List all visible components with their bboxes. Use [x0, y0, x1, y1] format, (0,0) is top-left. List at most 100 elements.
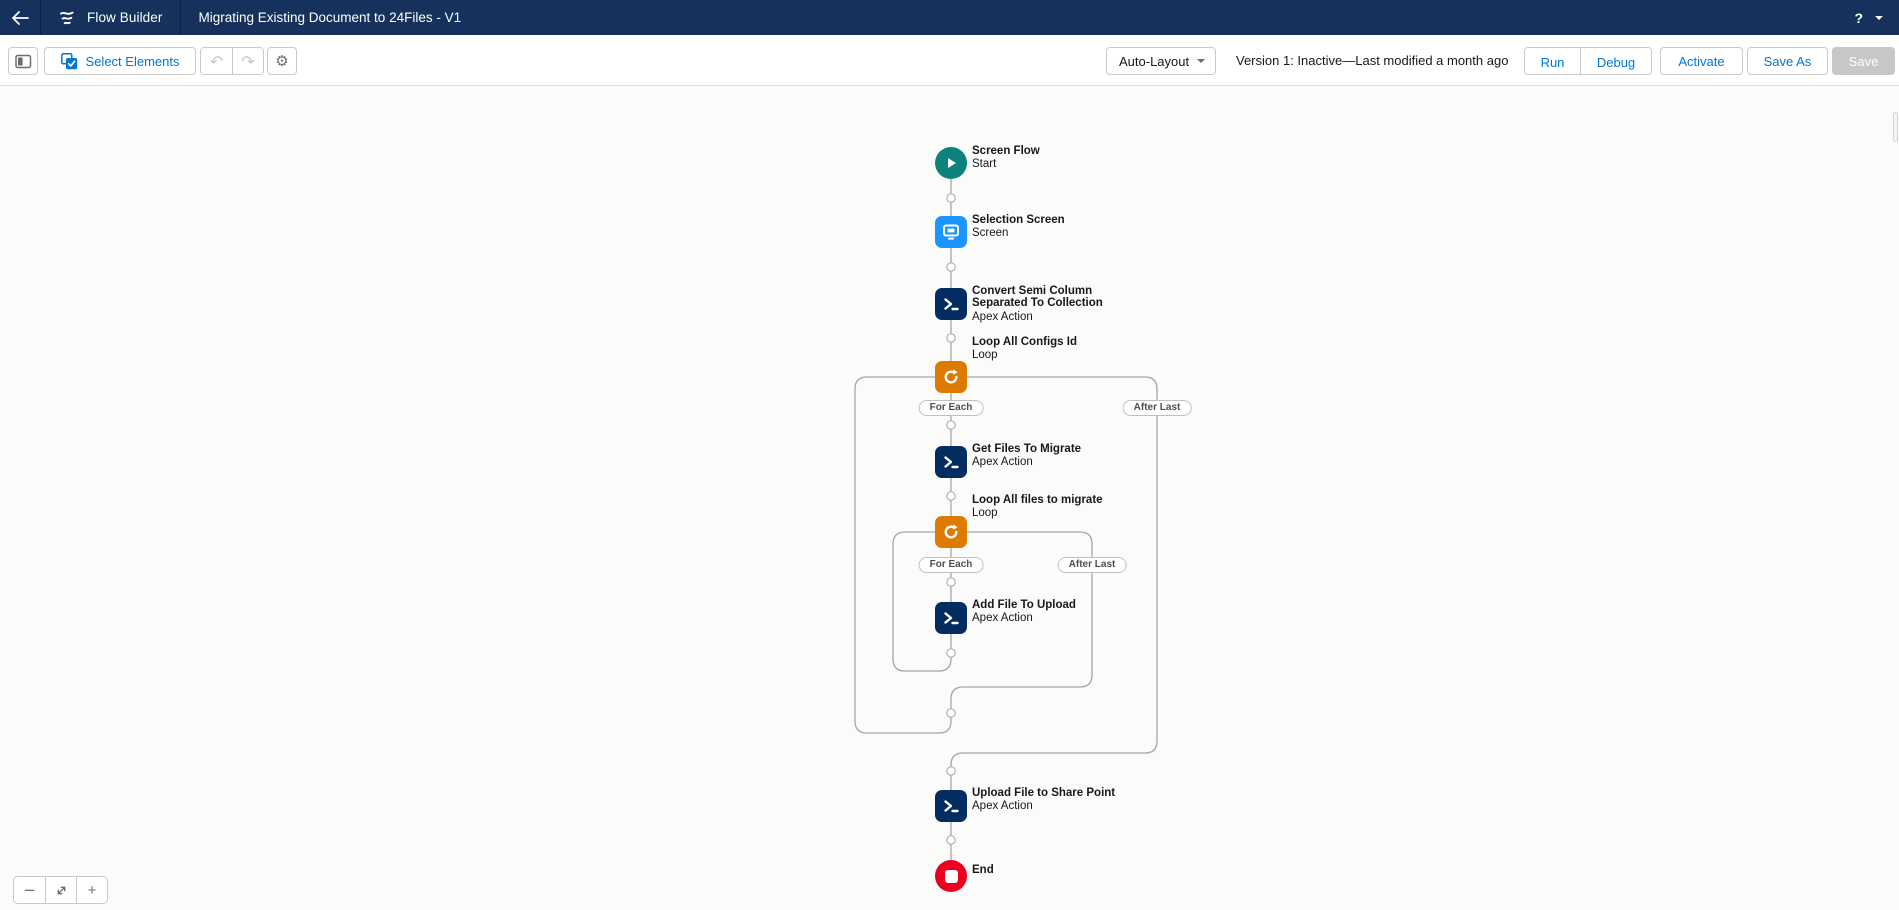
node-title: End [972, 864, 994, 876]
node-label: Loop All files to migrate Loop [972, 494, 1103, 520]
node-type: Apex Action [972, 456, 1033, 469]
arrow-left-icon [12, 10, 29, 25]
loop-icon [944, 369, 958, 384]
chevron-down-icon[interactable] [1875, 15, 1883, 20]
gear-icon: ⚙ [275, 52, 289, 70]
add-element-node[interactable] [946, 333, 956, 343]
back-button[interactable] [0, 0, 40, 35]
redo-button[interactable]: ↷ [232, 48, 263, 74]
undo-button[interactable]: ↶ [201, 48, 232, 74]
apex-terminal-icon [944, 456, 959, 469]
activate-button[interactable]: Activate [1660, 47, 1743, 75]
node-label: Selection Screen Screen [972, 214, 1065, 240]
app-header: Flow Builder Migrating Existing Document… [0, 0, 1899, 35]
debug-button[interactable]: Debug [1580, 48, 1651, 74]
node-title: Upload File to Share Point [972, 787, 1116, 799]
app-name: Flow Builder [87, 10, 163, 25]
branch-label-for-each: For Each [918, 557, 984, 573]
undo-redo-group: ↶ ↷ [200, 47, 264, 75]
node-title: Screen Flow [972, 145, 1040, 157]
save-button[interactable]: Save [1832, 47, 1895, 75]
app-brand: Flow Builder [41, 0, 180, 35]
node-title: Add File To Upload [972, 599, 1076, 611]
node-title: Loop All files to migrate [972, 494, 1103, 506]
node-get-files-to-migrate[interactable] [935, 446, 967, 478]
version-status-text: Version 1: Inactive—Last modified a mont… [1236, 53, 1509, 68]
node-loop-all-files[interactable] [935, 516, 967, 548]
chevron-down-icon [1197, 59, 1205, 63]
run-button[interactable]: Run [1525, 48, 1580, 74]
add-element-node[interactable] [946, 648, 956, 658]
node-upload-file-to-sharepoint[interactable] [935, 790, 967, 822]
flow-builder-logo-icon [60, 11, 74, 24]
layout-selector-dropdown[interactable]: Auto-Layout [1106, 47, 1216, 75]
header-divider [40, 0, 41, 35]
flow-toolbar: Select Elements ↶ ↷ ⚙ Auto-Layout Versio… [0, 35, 1899, 86]
node-end[interactable] [935, 860, 967, 892]
node-title: Get Files To Migrate [972, 443, 1082, 455]
branch-label-for-each: For Each [918, 400, 984, 416]
node-label: Get Files To Migrate Apex Action [972, 443, 1081, 469]
stop-icon [944, 869, 958, 883]
add-element-node[interactable] [946, 420, 956, 430]
connector-inner-afterlast-outer-loopback [854, 376, 1093, 734]
node-loop-all-configs[interactable] [935, 361, 967, 393]
canvas-scrollbar-thumb[interactable] [1893, 112, 1898, 142]
node-type: Apex Action [972, 612, 1033, 625]
node-label: Loop All Configs Id Loop [972, 336, 1077, 362]
run-debug-group: Run Debug [1524, 47, 1652, 75]
node-label: Convert Semi Column Separated To Collect… [972, 285, 1103, 323]
node-label: End [972, 864, 994, 876]
node-label: Upload File to Share Point Apex Action [972, 787, 1115, 813]
play-icon [948, 158, 956, 168]
apex-terminal-icon [944, 298, 959, 311]
add-element-node[interactable] [946, 835, 956, 845]
node-label: Add File To Upload Apex Action [972, 599, 1076, 625]
add-element-node[interactable] [946, 193, 956, 203]
panel-toggle-icon [14, 54, 31, 68]
node-start-screen-flow[interactable] [935, 147, 967, 179]
flow-settings-button[interactable]: ⚙ [267, 47, 297, 75]
add-element-node[interactable] [946, 577, 956, 587]
node-add-file-to-upload[interactable] [935, 602, 967, 634]
save-as-button[interactable]: Save As [1747, 47, 1828, 75]
screen-icon [943, 224, 959, 240]
undo-icon: ↶ [209, 51, 224, 71]
node-title: Loop All Configs Id [972, 336, 1077, 348]
select-elements-label: Select Elements [85, 53, 180, 69]
apex-terminal-icon [944, 612, 959, 625]
node-convert-semi-column[interactable] [935, 288, 967, 320]
node-type: Screen [972, 227, 1009, 240]
header-divider [180, 0, 182, 35]
node-label: Screen Flow Start [972, 145, 1040, 171]
add-element-node[interactable] [946, 766, 956, 776]
toggle-panel-button[interactable] [8, 47, 38, 75]
minus-icon: − [23, 881, 36, 899]
plus-icon: + [87, 881, 97, 899]
action-buttons: Run Debug Activate Save As Save [1524, 47, 1895, 75]
connector-main-and-inner-loopback [892, 179, 952, 672]
node-type: Loop [972, 349, 998, 362]
help-icon[interactable]: ? [1854, 9, 1863, 26]
add-element-node[interactable] [946, 491, 956, 501]
apex-terminal-icon [944, 800, 959, 813]
node-selection-screen[interactable] [935, 216, 967, 248]
zoom-in-button[interactable]: + [76, 877, 107, 903]
layout-selector-value: Auto-Layout [1119, 53, 1190, 69]
fit-to-view-button[interactable] [45, 877, 76, 903]
loop-icon [944, 524, 958, 539]
header-right: ? [1854, 10, 1899, 26]
select-elements-icon [60, 52, 77, 69]
node-type: Loop [972, 507, 998, 520]
zoom-out-button[interactable]: − [14, 877, 45, 903]
flow-title: Migrating Existing Document to 24Files -… [198, 10, 462, 25]
redo-icon: ↷ [241, 51, 255, 71]
branch-label-after-last: After Last [1057, 557, 1127, 573]
add-element-node[interactable] [946, 262, 956, 272]
add-element-node[interactable] [946, 708, 956, 718]
node-type: Start [972, 158, 997, 171]
select-elements-button[interactable]: Select Elements [44, 47, 196, 75]
connector-outer-afterlast [950, 376, 1158, 860]
